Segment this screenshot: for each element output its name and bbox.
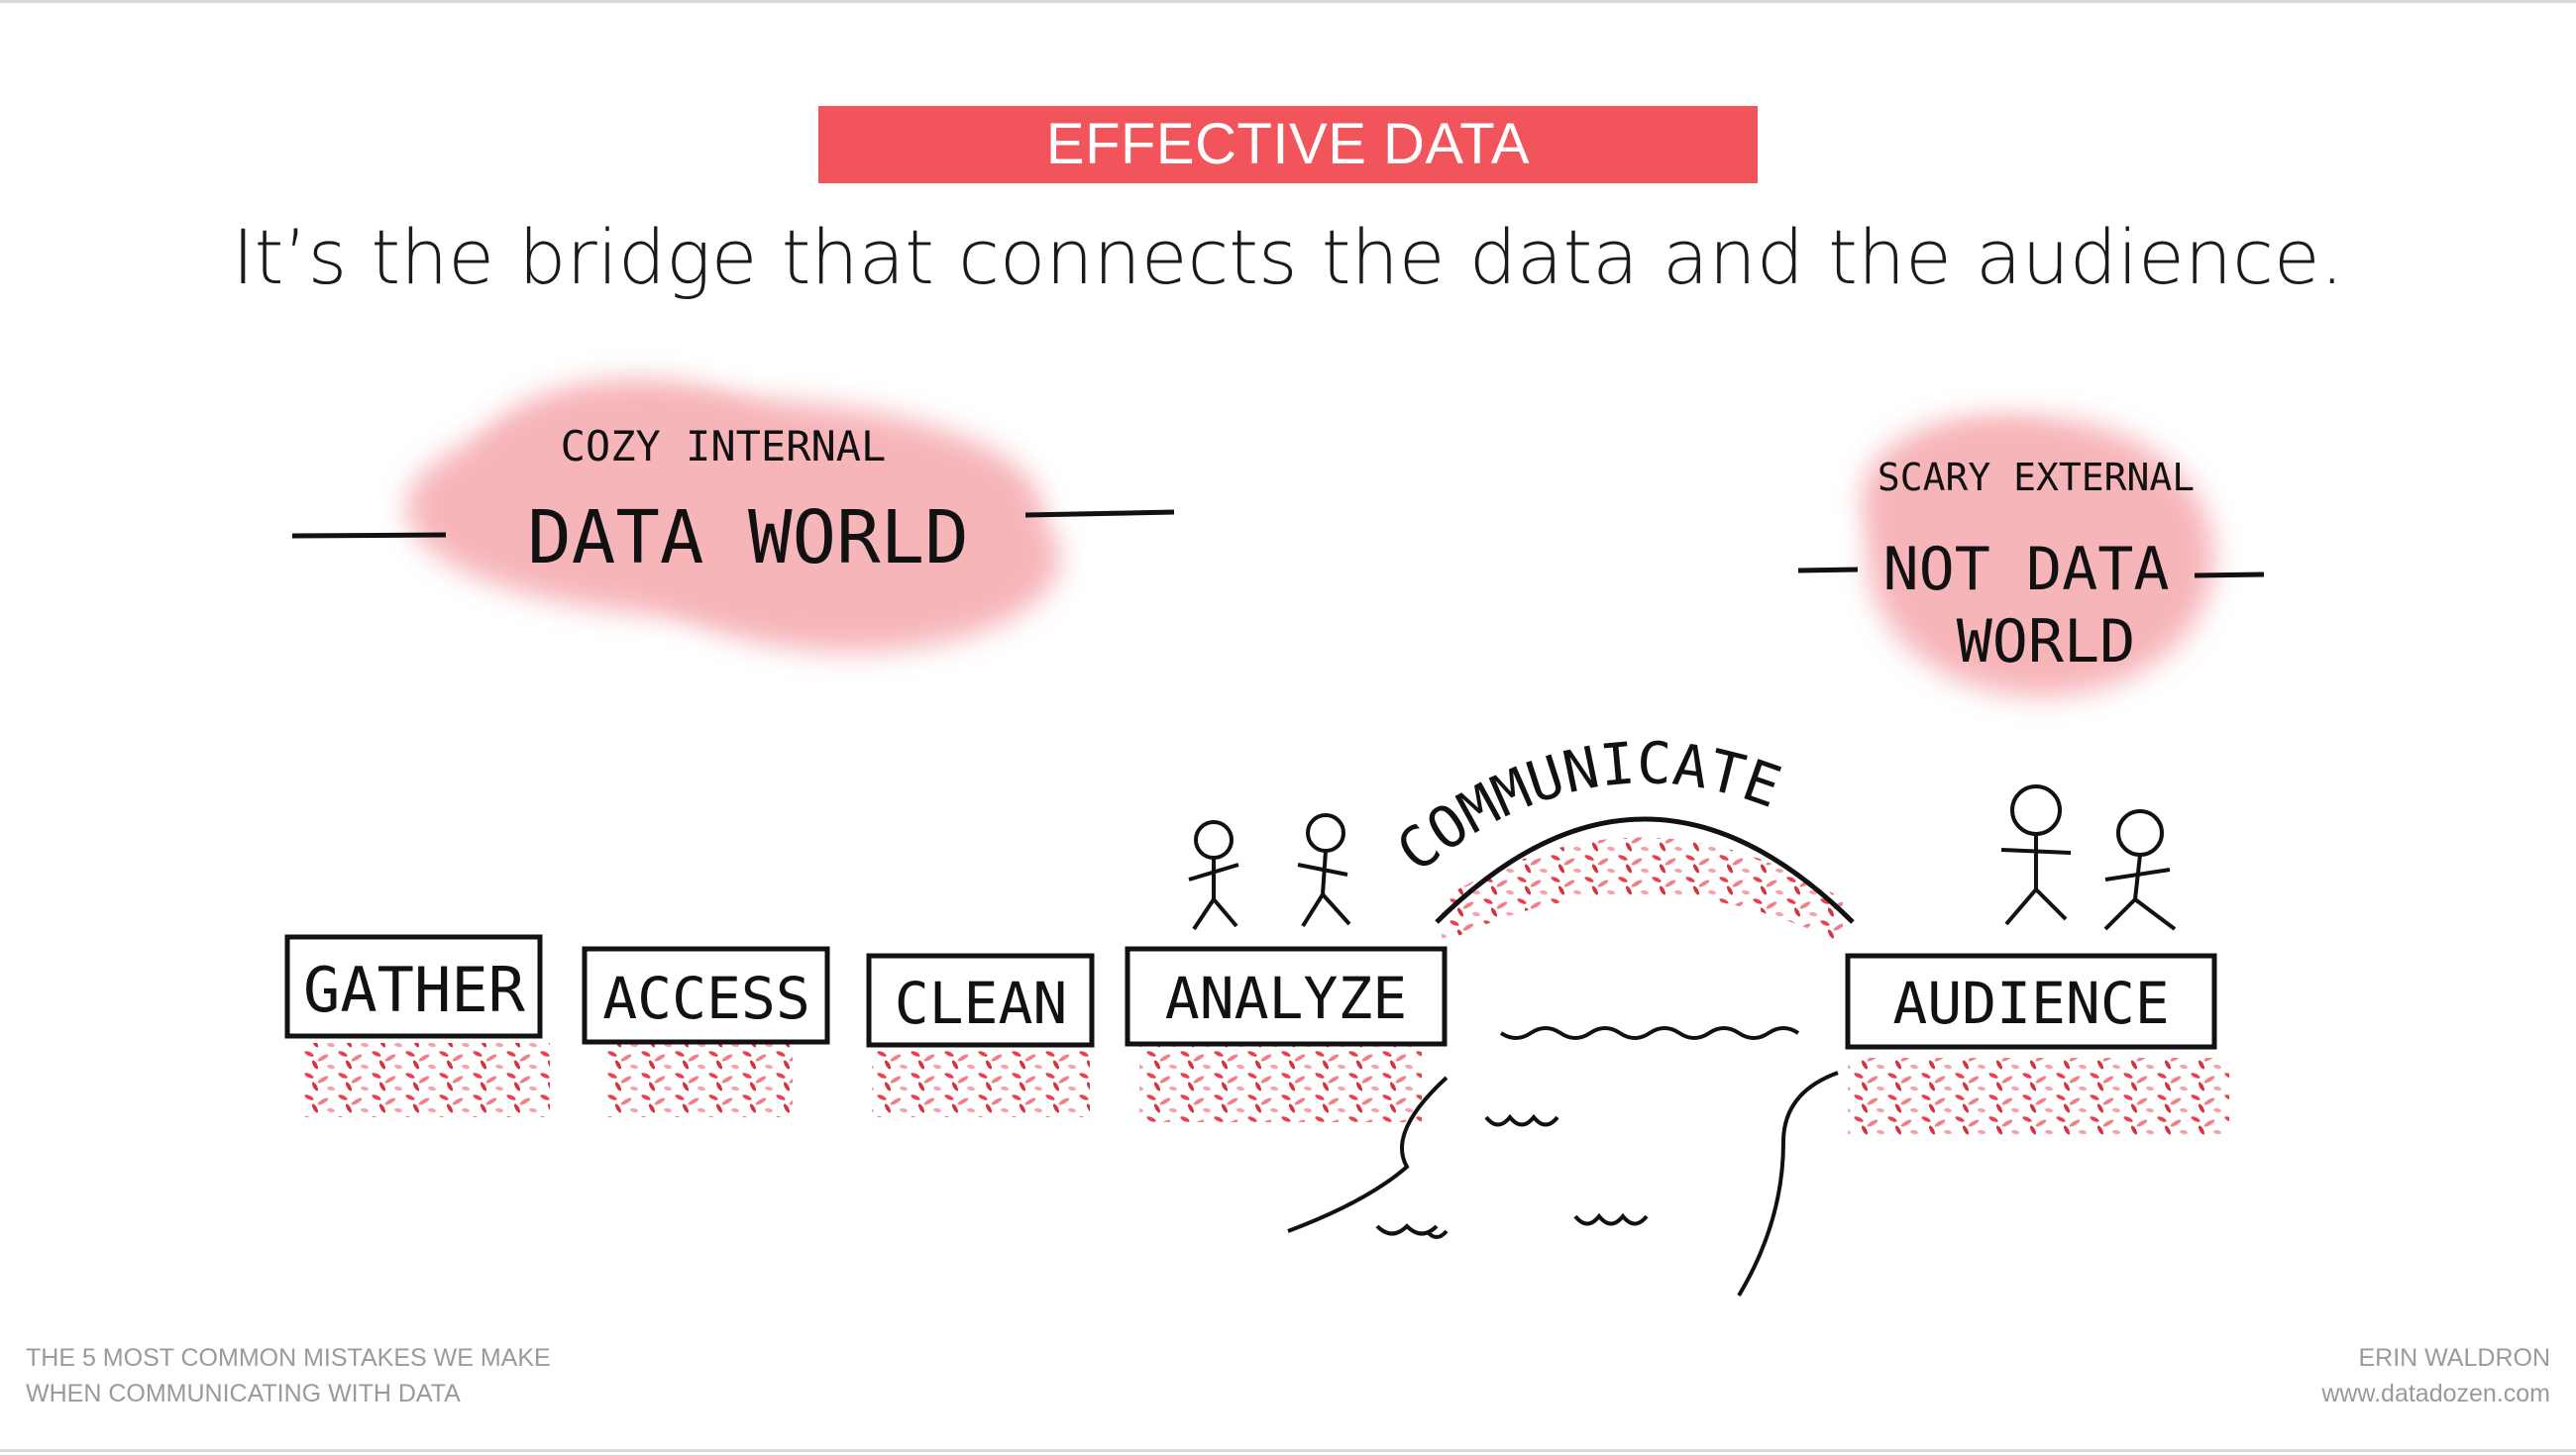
step-label: ACCESS [602, 965, 810, 1032]
step-box-analyze: ANALYZE [1125, 946, 1448, 1047]
bridge-diagram: COZY INTERNAL DATA WORLD SCARY EXTERNAL … [284, 379, 2265, 1298]
step-label: ANALYZE [1165, 965, 1407, 1032]
step-box-gather: GATHER [284, 934, 543, 1039]
not-data-world-cloud [1863, 419, 2214, 696]
confetti-beds [302, 837, 2229, 1137]
footer-series-line1: THE 5 MOST COMMON MISTAKES WE MAKE [26, 1344, 551, 1372]
audience-box: AUDIENCE [1845, 953, 2217, 1050]
footer-left: THE 5 MOST COMMON MISTAKES WE MAKE WHEN … [26, 1340, 551, 1411]
data-world-label: DATA WORLD [527, 495, 969, 580]
not-data-world-line-left [1797, 567, 1859, 573]
footer-right: ERIN WALDRON www.datadozen.com [2321, 1340, 2550, 1411]
footer-series-line2: WHEN COMMUNICATING WITH DATA [26, 1380, 461, 1407]
step-label: GATHER [303, 954, 526, 1026]
footer-website[interactable]: www.datadozen.com [2321, 1380, 2550, 1407]
stick-figures-analysts [1188, 813, 1351, 931]
not-data-world-label-1: NOT DATA [1883, 535, 2170, 604]
step-box-access: ACCESS [582, 946, 830, 1045]
data-world-cloud [406, 379, 1060, 652]
bridge-arc [1435, 816, 1855, 924]
section-tag: EFFECTIVE DATA COMMUNICATION [818, 106, 1758, 254]
not-data-world-subtitle: SCARY EXTERNAL [1878, 456, 2195, 499]
audience-label: AUDIENCE [1892, 970, 2169, 1037]
data-world-line-right [1024, 509, 1175, 518]
slide-title: It’s the bridge that connects the data a… [232, 213, 2344, 301]
step-label: CLEAN [895, 970, 1068, 1037]
step-box-clean: CLEAN [866, 953, 1095, 1048]
data-world-subtitle: COZY INTERNAL [561, 422, 887, 470]
stick-figures-audience [2000, 784, 2177, 931]
data-world-line-left [291, 532, 447, 539]
not-data-world-line-right [2194, 572, 2265, 578]
not-data-world-label-2: WORLD [1957, 607, 2136, 676]
footer-author: ERIN WALDRON [2358, 1344, 2550, 1372]
river-water [1287, 1026, 1839, 1298]
